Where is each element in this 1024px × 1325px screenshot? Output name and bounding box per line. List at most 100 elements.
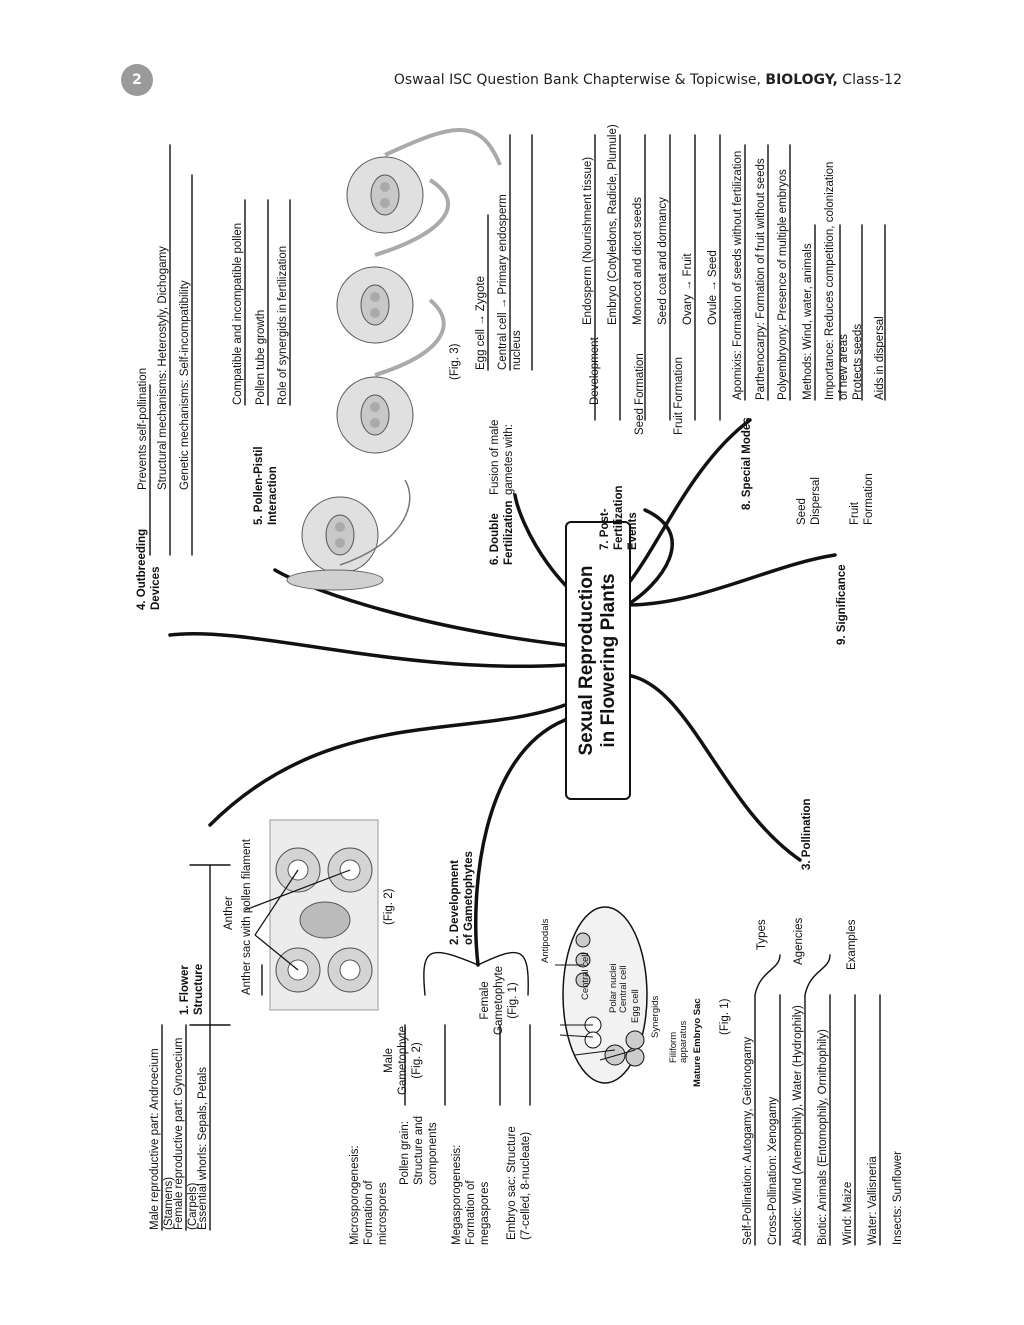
double-fert-label1: Fusion of male [489, 419, 501, 495]
gametophytes-title1: 2. Development [449, 860, 461, 945]
anther-figure [244, 819, 379, 1011]
outbreeding-prevents: Prevents self-pollination [137, 367, 149, 490]
pollen-l1: Pollen grain: [399, 1121, 411, 1185]
pollen-pistil-title1: 5. Pollen-Pistil [253, 446, 265, 525]
post-fert-embryo: Embryo (Cotyledons, Radicle, Plumule) [607, 124, 619, 325]
pollination-biotic: Biotic: Animals (Entomophily, Ornithophi… [817, 1029, 829, 1245]
male-gametophyte-l2: Gametophyte [397, 1025, 409, 1095]
header-title-class: Class-12 [837, 72, 902, 88]
outbreeding-title2: Devices [150, 566, 162, 610]
pollination-water: Water: Vallisneria [867, 1156, 879, 1245]
female-gametophyte-l3: (Fig. 1) [507, 982, 519, 1019]
embryo-label-antipodals: Antipodals [540, 918, 551, 963]
post-fert-title1: 7. Post- [599, 508, 611, 550]
branch-pollination [625, 673, 802, 862]
flower-item-female: Female reproductive part: Gynoecium [173, 1037, 185, 1230]
gametophytes-title2: of Gametophytes [463, 851, 475, 945]
post-fert-ovule: Ovule → Seed [707, 250, 719, 325]
pollen-pistil-figure [286, 128, 502, 591]
embryo-label-apparatus: apparatus [678, 1020, 689, 1063]
flower-item-whorls: Essential whorls: Sepals, Petals [197, 1067, 209, 1230]
mega-l1: Megasporogenesis: [451, 1144, 463, 1245]
post-fert-monocot: Monocot and dicot seeds [632, 197, 644, 325]
post-fert-title2: Fertilization [613, 485, 625, 550]
pollen-pistil-tube: Pollen tube growth [255, 309, 267, 405]
pollen-l3: components [427, 1122, 439, 1185]
sac-l1: Embryo sac: Structure [506, 1126, 518, 1240]
double-fert-nucleus: nucleus [511, 330, 523, 370]
pollination-wind: Wind: Maize [842, 1181, 854, 1245]
branch-outbreeding [168, 631, 567, 669]
fruit-formation-l1: Fruit [849, 502, 861, 525]
post-fert-title3: Events [627, 512, 639, 550]
pollen-pistil-synergids: Role of synergids in fertilization [277, 245, 289, 405]
double-fert-label2: gametes with: [503, 424, 515, 495]
embryo-label-egg-cell: Egg cell [630, 989, 641, 1023]
post-fert-endosperm: Endosperm (Nourishment tissue) [582, 156, 594, 325]
post-fert-seed-formation: Seed Formation [634, 353, 646, 435]
significance-title: 9. Significance [836, 564, 848, 645]
flower-structure-title2: Structure [193, 963, 205, 1015]
embryo-title: Mature Embryo Sac [692, 998, 703, 1087]
embryo-label-central-cell: Central cell [580, 952, 591, 1000]
branch-special-modes [625, 418, 752, 587]
pollen-l2: Structure and [413, 1115, 425, 1185]
fig2-label-anther-sac: Anther sac with pollen filament [241, 839, 253, 995]
male-gametophyte-l3: (Fig. 2) [411, 1042, 423, 1079]
pollination-agencies-label: Agencies [793, 917, 805, 965]
header-title-subject: BIOLOGY, [765, 72, 838, 88]
running-header: Oswaal ISC Question Bank Chapterwise & T… [394, 72, 902, 88]
female-gametophyte-l2: Gametophyte [493, 965, 505, 1035]
post-fert-fruit-formation: Fruit Formation [673, 357, 685, 435]
significance-methods: Methods: Wind, water, animals [802, 243, 814, 400]
central-topic-line2: in Flowering Plants [598, 573, 619, 748]
special-modes-title: 8. Special Modes [741, 417, 753, 510]
special-parthenocarpy: Parthenocarpy: Formation of fruit withou… [755, 158, 767, 400]
pollination-abiotic: Abiotic: Wind (Anemophily), Water (Hydro… [792, 1005, 804, 1245]
page-number: 2 [132, 72, 142, 88]
female-gametophyte-l1: Female [479, 981, 491, 1020]
pollen-pistil-compatible: Compatible and incompatible pollen [232, 222, 244, 405]
mega-l3: megaspores [479, 1181, 491, 1245]
double-fert-title1: 6. Double [489, 513, 501, 565]
significance-importance-2: of new areas [838, 334, 850, 400]
outbreeding-structural: Structural mechanisms: Heterostyly, Dich… [157, 246, 169, 490]
page-number-badge: 2 [121, 64, 153, 96]
micro-l2: Formation of [363, 1180, 375, 1245]
pollination-cross: Cross-Pollination: Xenogamy [767, 1096, 779, 1245]
outbreeding-title1: 4. Outbreeding [136, 528, 148, 610]
seed-dispersal-l1: Seed [796, 498, 808, 525]
mega-l2: Formation of [465, 1180, 477, 1245]
branch-significance [625, 553, 837, 607]
significance-protects: Protects seeds [852, 323, 864, 400]
double-fert-central: Central cell → Primary endosperm [497, 194, 509, 370]
sac-l2: (7-celled, 8-nucleate) [520, 1131, 532, 1240]
fig3-caption: (Fig. 3) [449, 343, 461, 380]
embryo-label-synergids: Synergids [650, 995, 661, 1038]
central-topic: Sexual Reproduction in Flowering Plants [565, 521, 631, 800]
flower-structure-title1: 1. Flower [179, 965, 191, 1015]
embryo-sac-figure [555, 906, 648, 1084]
fig1-caption: (Fig. 1) [719, 998, 731, 1035]
significance-aids: Aids in dispersal [874, 316, 886, 400]
seed-dispersal-l2: Dispersal [810, 477, 822, 525]
header-title-prefix: Oswaal ISC Question Bank Chapterwise & T… [393, 72, 766, 88]
branch-flower-structure [208, 703, 567, 827]
post-fert-development: Development [589, 337, 601, 405]
post-fert-seed-coat: Seed coat and dormancy [657, 197, 669, 325]
